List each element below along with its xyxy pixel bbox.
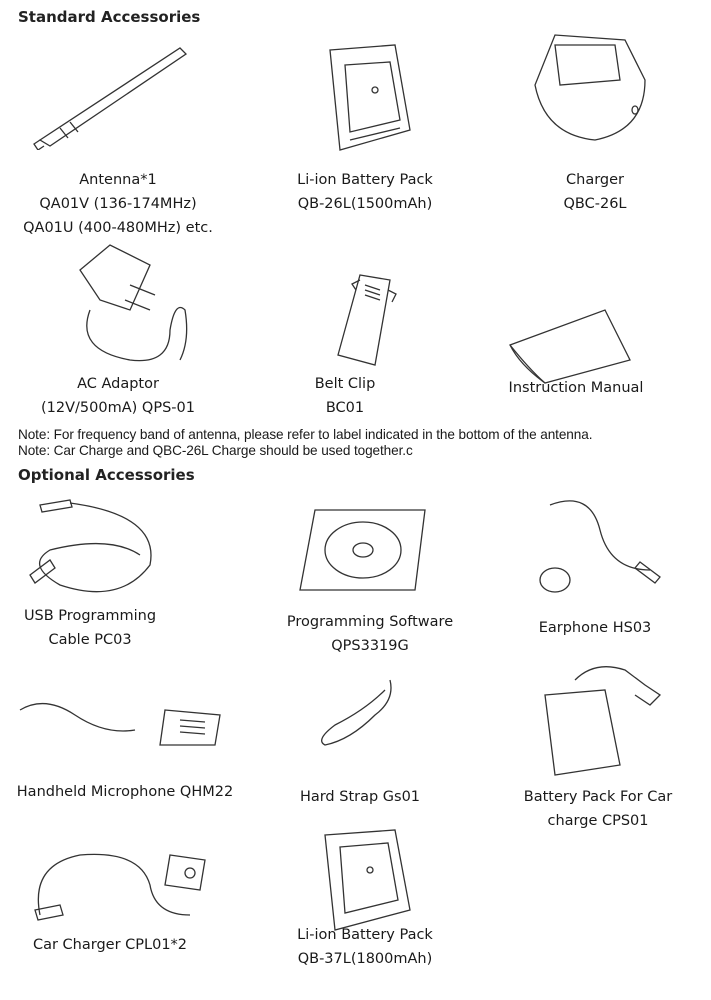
charger-label: Charger QBC-26L — [465, 168, 711, 216]
battery-pack-37l-label: Li-ion Battery Pack QB-37L(1800mAh) — [235, 923, 495, 971]
handheld-microphone-label: Handheld Microphone QHM22 — [0, 780, 255, 804]
label-line: Antenna*1 — [79, 172, 157, 188]
label-line: Battery Pack For Car — [523, 789, 673, 805]
belt-clip-label: Belt Clip BC01 — [215, 372, 475, 420]
standard-accessories-heading: Standard Accessories — [18, 8, 201, 26]
antenna-label: Antenna*1 QA01V (136-174MHz) QA01U (400-… — [0, 168, 248, 240]
car-charger-label: Car Charger CPL01*2 — [0, 933, 240, 957]
hand-strap-image — [321, 679, 392, 746]
usb-cable-label: USB Programming Cable PC03 — [0, 604, 220, 652]
label-line: Programming Software — [286, 614, 454, 630]
label-line: AC Adaptor — [77, 376, 159, 392]
handheld-microphone-image — [19, 703, 221, 746]
instruction-manual-label: Instruction Manual — [446, 376, 706, 400]
instruction-manual-image — [509, 309, 631, 384]
note-antenna: Note: For frequency band of antenna, ple… — [18, 427, 593, 442]
label-line: BC01 — [325, 400, 365, 416]
earphone-label: Earphone HS03 — [465, 616, 711, 640]
label-line: Handheld Microphone QHM22 — [16, 784, 234, 800]
label-line: Li-ion Battery Pack — [297, 927, 433, 943]
label-line: QBC-26L — [563, 196, 627, 212]
antenna-image — [33, 47, 188, 150]
label-line: (12V/500mA) QPS-01 — [41, 400, 195, 416]
software-label: Programming Software QPS3319G — [240, 610, 500, 658]
label-line: QA01V (136-174MHz) — [39, 196, 197, 212]
battery-pack-image — [329, 44, 411, 151]
ac-adaptor-label: AC Adaptor (12V/500mA) QPS-01 — [0, 372, 248, 420]
battery-pack-37l-image — [324, 829, 411, 931]
label-line: Instruction Manual — [508, 380, 644, 396]
label-line: QA01U (400-480MHz) etc. — [23, 220, 213, 236]
optional-accessories-heading: Optional Accessories — [18, 466, 195, 484]
usb-cable-image — [29, 499, 152, 593]
earphone-image — [539, 500, 661, 593]
software-cd-image — [299, 509, 426, 591]
label-line: Li-ion Battery Pack — [297, 172, 433, 188]
label-line: Charger — [566, 172, 624, 188]
car-battery-pack-image — [544, 666, 662, 776]
charger-image — [534, 34, 646, 141]
label-line: QPS3319G — [331, 638, 409, 654]
label-line: Cable PC03 — [48, 632, 132, 648]
label-line: Earphone HS03 — [538, 620, 652, 636]
note-charger: Note: Car Charge and QBC-26L Charge shou… — [18, 443, 413, 458]
battery-pack-label: Li-ion Battery Pack QB-26L(1500mAh) — [235, 168, 495, 216]
belt-clip-image — [337, 274, 397, 366]
label-line: Car Charger CPL01*2 — [32, 937, 188, 953]
label-line: USB Programming — [23, 608, 157, 624]
label-line: charge CPS01 — [547, 813, 649, 829]
label-line: Belt Clip — [314, 376, 376, 392]
car-charger-image — [34, 853, 206, 921]
label-line: Hard Strap Gs01 — [299, 789, 421, 805]
ac-adaptor-image — [79, 244, 188, 362]
label-line: QB-26L(1500mAh) — [297, 196, 433, 212]
hand-strap-label: Hard Strap Gs01 — [230, 785, 490, 809]
label-line: QB-37L(1800mAh) — [297, 951, 433, 967]
car-battery-pack-label: Battery Pack For Car charge CPS01 — [468, 785, 711, 833]
